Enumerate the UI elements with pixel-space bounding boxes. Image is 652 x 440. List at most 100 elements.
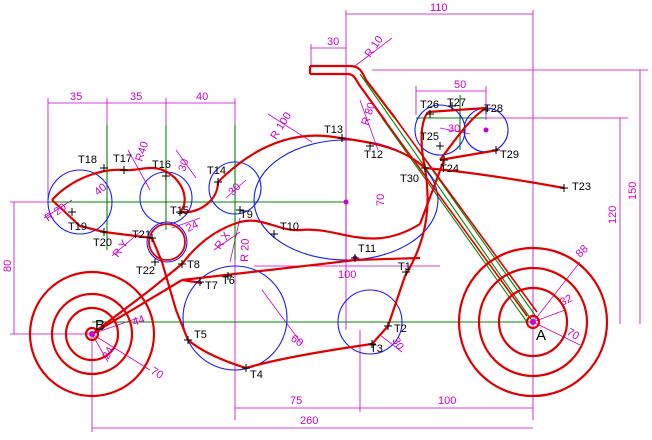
dim-r40: R40 [133, 140, 151, 163]
dim-80: 80 [2, 260, 14, 272]
label-front-wheel-a: A [536, 327, 546, 344]
point-marker-t6 [224, 272, 232, 280]
point-marker-t1 [402, 268, 410, 276]
label-t29: T29 [500, 149, 519, 161]
label-t20: T20 [93, 237, 112, 249]
dim-50: 50 [454, 79, 466, 91]
dim-24: 24 [184, 219, 200, 235]
point-labels: T1 T2 T3 T4 T5 T6 T7 T8 T9 T10 T11 T12 T… [68, 97, 591, 381]
dim-44: 44 [131, 313, 147, 328]
point-marker-t23 [560, 184, 568, 192]
label-t5: T5 [194, 329, 207, 341]
dim-88: 88 [574, 243, 591, 260]
label-t12: T12 [364, 149, 383, 161]
dim-24-rear: 24 [100, 345, 117, 362]
label-t8: T8 [187, 259, 200, 271]
label-t25: T25 [420, 131, 439, 143]
point-marker-t22 [151, 258, 159, 266]
point-marker-t10 [270, 230, 278, 238]
dim-260: 260 [300, 415, 318, 427]
label-t27: T27 [447, 97, 466, 109]
dim-60: 60 [288, 333, 305, 350]
point-marker-t3 [368, 340, 376, 348]
point-marker-t18 [100, 164, 108, 172]
label-t3: T3 [370, 343, 383, 355]
label-t1: T1 [398, 261, 411, 273]
dim-r100: R 100 [268, 110, 294, 141]
dim-100-bottom: 100 [438, 395, 456, 407]
point-marker-t19 [68, 208, 76, 216]
point-marker-t17 [120, 166, 128, 174]
label-t15: T15 [170, 205, 189, 217]
point-marker-t21 [148, 234, 156, 242]
point-marker-t26 [426, 110, 434, 118]
point-marker-t20 [100, 228, 108, 236]
point-marker-t15 [176, 208, 184, 216]
center-lines [48, 73, 538, 323]
dim-ry: R Y [111, 237, 132, 259]
label-t28: T28 [484, 103, 503, 115]
point-marker-t28 [482, 106, 490, 114]
point-marker-t12 [366, 142, 374, 150]
label-t9: T9 [240, 209, 253, 221]
headlight-center-dot [483, 127, 489, 133]
dim-120: 120 [607, 206, 619, 224]
label-t24: T24 [440, 163, 459, 175]
point-marker-t29 [492, 146, 500, 154]
point-marker-t14 [214, 178, 222, 186]
point-marker-t16 [162, 172, 170, 180]
motorcycle-outline [28, 64, 609, 398]
dim-30-top: 30 [327, 36, 339, 48]
dim-70-front: 70 [565, 326, 582, 343]
point-marker-t7 [196, 278, 204, 286]
dim-r20-b: R 20 [239, 238, 252, 262]
label-t23: T23 [572, 181, 591, 193]
rear-hub-dot [89, 331, 95, 337]
label-t22: T22 [136, 265, 155, 277]
point-marker-t9 [236, 206, 244, 214]
label-rear-wheel-b: B [95, 317, 105, 334]
dim-30-engine: 30 [389, 336, 406, 353]
point-marker-t13 [338, 134, 346, 142]
dim-32: 32 [558, 293, 574, 309]
point-marker-t2 [384, 322, 392, 330]
point-marker-t5 [184, 336, 192, 344]
label-t6: T6 [222, 275, 235, 287]
point-marker-t8 [178, 260, 186, 268]
label-t16: T16 [152, 159, 171, 171]
label-t13: T13 [324, 124, 343, 136]
label-t10: T10 [280, 221, 299, 233]
dim-30-seat: 30 [176, 158, 191, 173]
label-t30: T30 [400, 173, 419, 185]
dim-35-a: 35 [70, 91, 82, 103]
label-t26: T26 [420, 99, 439, 111]
dim-110: 110 [430, 2, 448, 14]
front-hub-dot [530, 319, 536, 325]
label-t21: T21 [132, 229, 151, 241]
dim-30-head: 30 [448, 123, 460, 135]
dim-150: 150 [627, 182, 639, 200]
dim-100-mid: 100 [338, 269, 356, 281]
label-t14: T14 [207, 165, 226, 177]
point-marker-t27 [448, 102, 456, 110]
label-t18: T18 [78, 154, 97, 166]
label-t7: T7 [205, 280, 218, 292]
dim-70-ellipse: 70 [375, 194, 387, 206]
dim-35-b: 35 [130, 91, 142, 103]
label-t2: T2 [394, 323, 407, 335]
point-marker-t24 [440, 156, 448, 164]
label-t17: T17 [113, 153, 132, 165]
point-marker-t11 [351, 254, 359, 262]
point-markers [68, 102, 568, 372]
dim-r10: R 10 [363, 34, 386, 60]
dim-r80: R 80 [359, 101, 378, 127]
point-marker-t4 [242, 364, 250, 372]
label-t11: T11 [358, 243, 376, 255]
dim-40: 40 [196, 91, 208, 103]
point-marker-t30 [421, 164, 429, 172]
dim-75: 75 [290, 395, 302, 407]
label-t19: T19 [68, 221, 87, 233]
point-marker-t25 [436, 142, 444, 150]
dim-70-rear: 70 [149, 365, 166, 382]
